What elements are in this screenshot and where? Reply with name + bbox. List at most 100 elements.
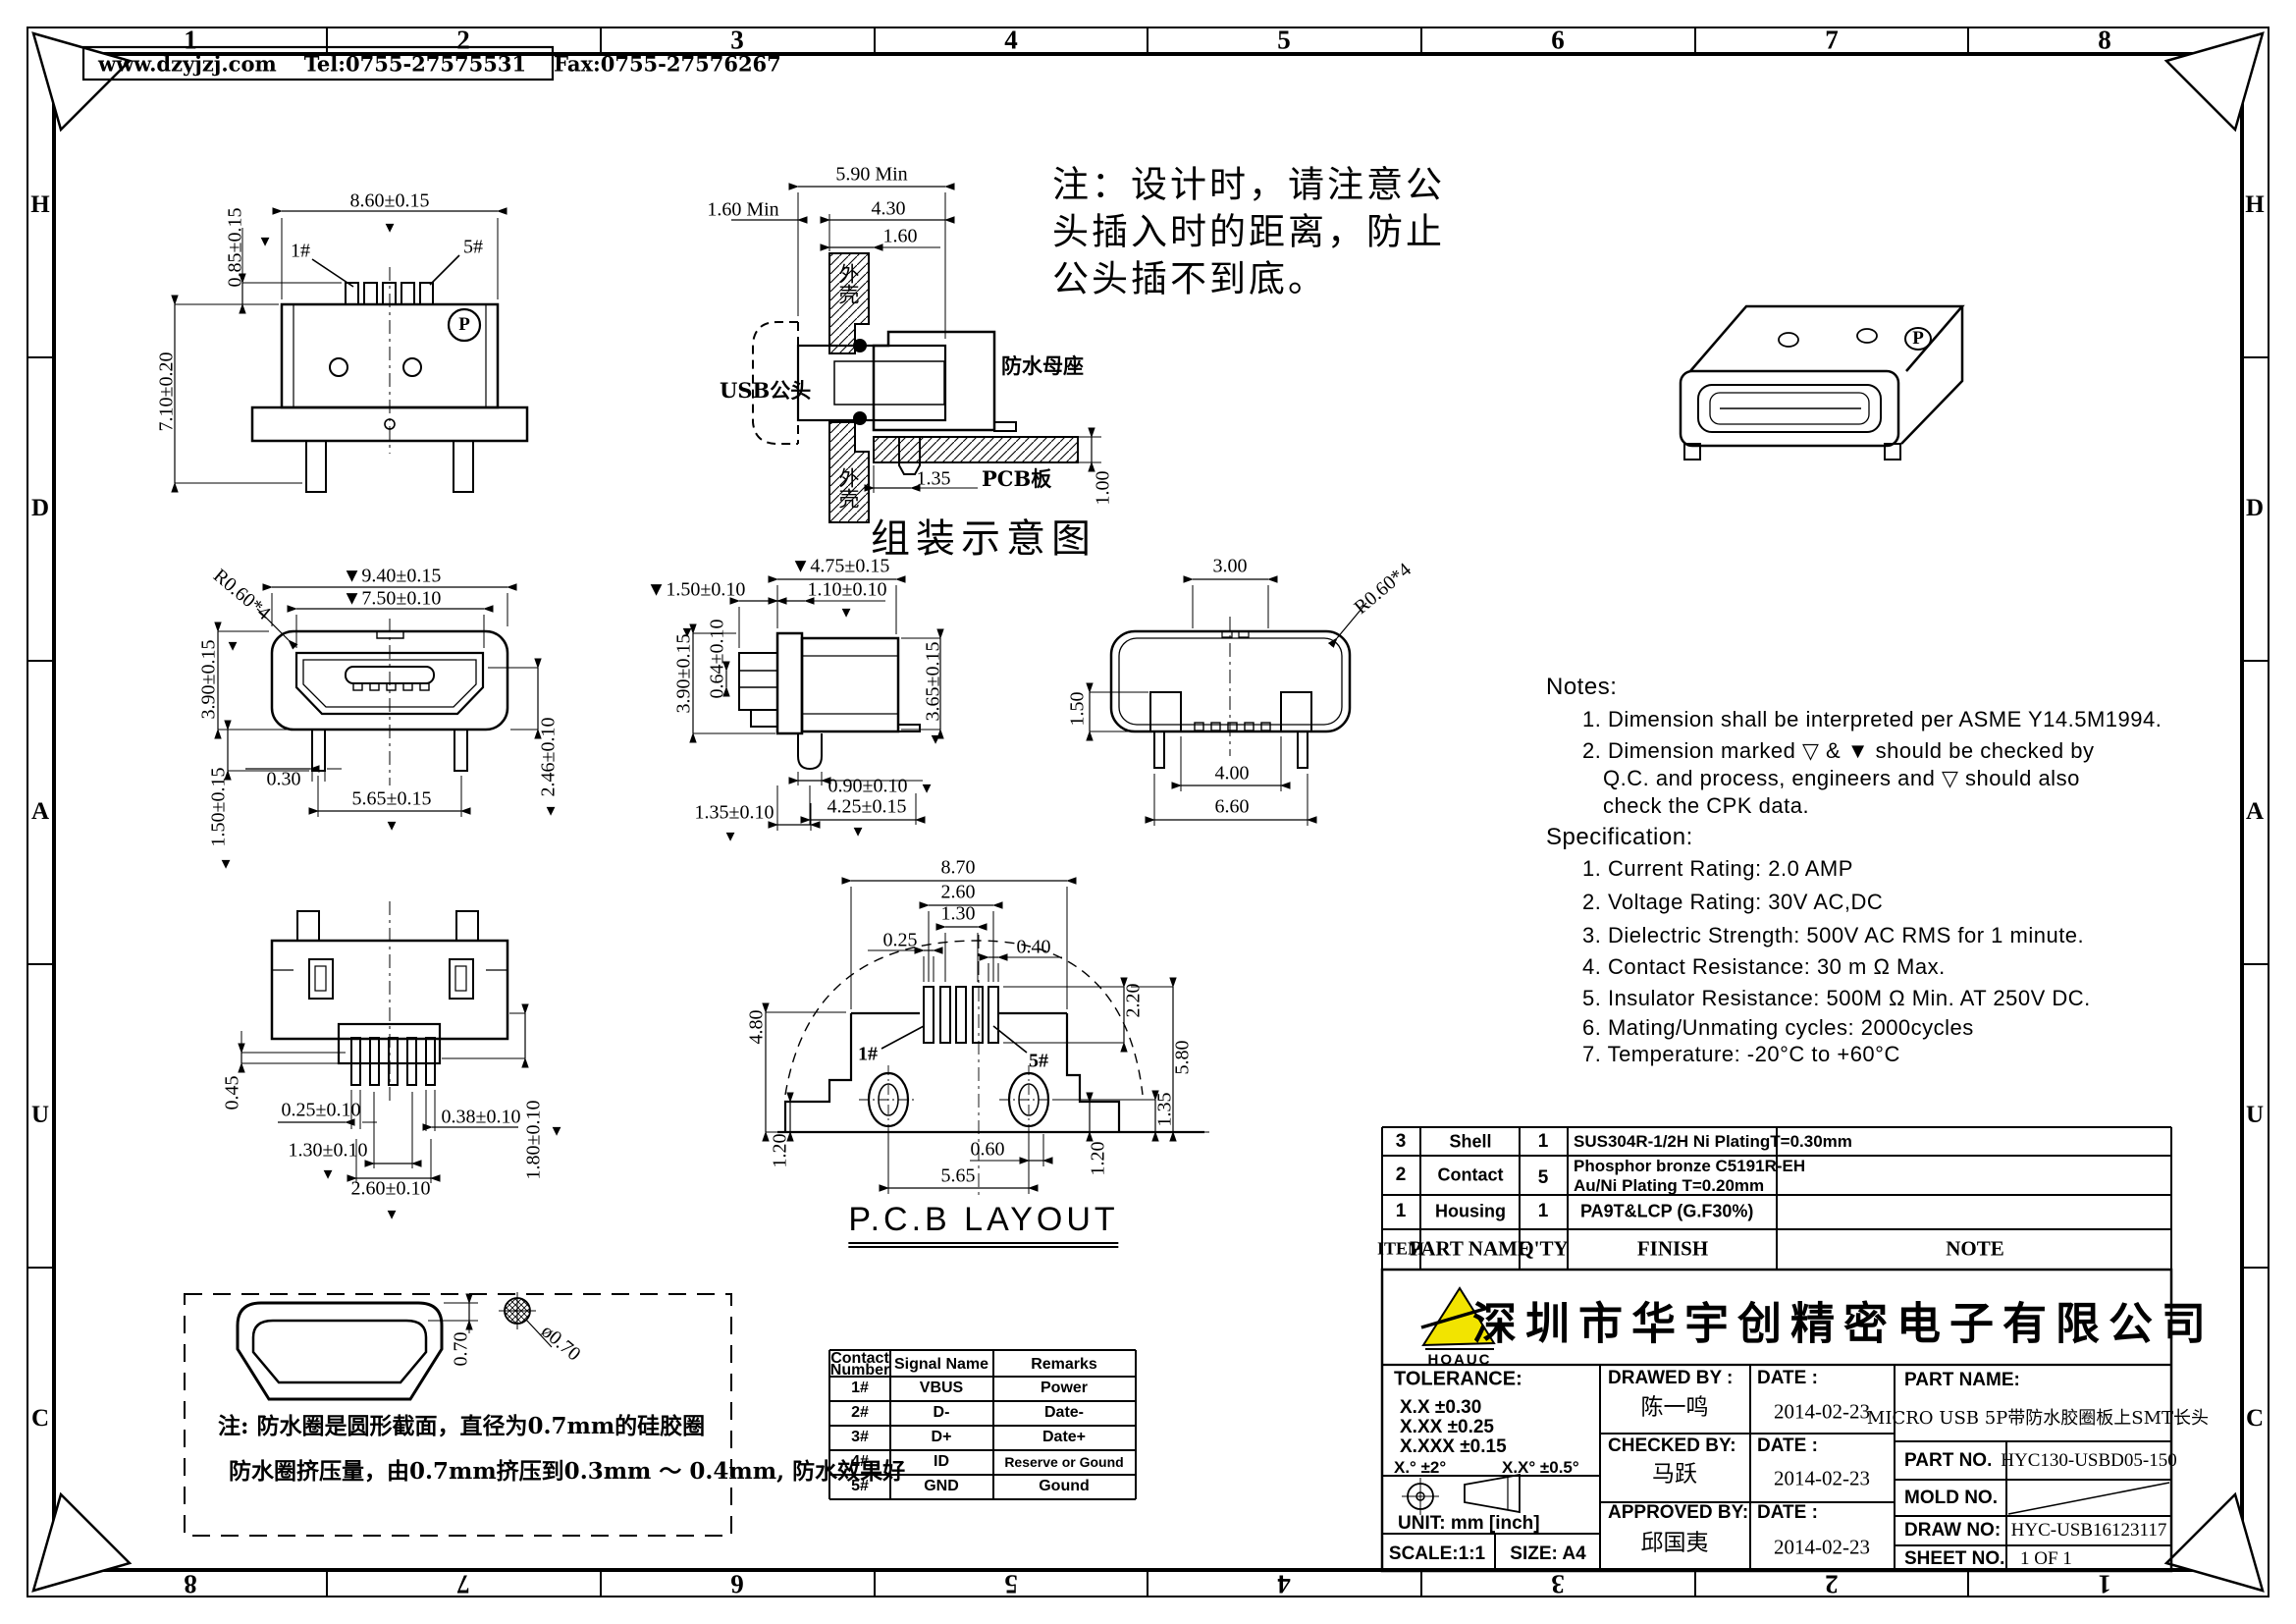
check-mark: ▼	[543, 802, 559, 820]
date-label: DATE :	[1757, 1502, 1818, 1523]
dim-0-85: 0.85±0.15	[224, 207, 246, 288]
notes-line4: check the CPK data.	[1603, 793, 1810, 818]
date-value: 2014-02-23	[1774, 1466, 1870, 1490]
header-strip: www.dzyjzj.com Tel:0755-27575531 Fax:075…	[98, 52, 781, 77]
dim-3-90-side: 3.90±0.15	[672, 633, 695, 714]
tolerance-angle: X.° ±2°	[1394, 1458, 1447, 1477]
p-mark: P	[458, 314, 470, 335]
col-header-part: PART NAME	[1410, 1236, 1531, 1261]
notes-line1: 1. Dimension shall be interpreted per AS…	[1582, 707, 2163, 731]
zone-number: 1	[184, 25, 197, 55]
dim-0-60: 0.60	[970, 1138, 1005, 1161]
dim-1-20-left: 1.20	[769, 1133, 791, 1168]
check-mark: ▼	[218, 855, 234, 873]
scale-label: SCALE:1:1	[1388, 1543, 1486, 1564]
zone-number: 4	[1277, 1569, 1291, 1599]
parts-table-grid	[1381, 1126, 2172, 1271]
assembly-title: 组装示意图	[871, 516, 1096, 562]
spec-item: 1. Current Rating: 2.0 AMP	[1582, 856, 1853, 881]
dim-2-46: 2.46±0.10	[537, 717, 560, 797]
part-qty: 1	[1537, 1131, 1549, 1152]
dim-4-75: ▼4.75±0.15	[790, 555, 890, 577]
check-mark: ▼	[679, 623, 695, 641]
zone-letter: D	[30, 495, 50, 521]
part-no-value: HYC130-USBD05-150	[2001, 1450, 2177, 1471]
waterproof-detail	[184, 1292, 732, 1537]
contact-header: Signal Name	[893, 1356, 989, 1373]
dim-7-50: ▼7.50±0.10	[342, 587, 442, 610]
contact-header: Contact	[830, 1350, 889, 1367]
size-label: SIZE: A4	[1510, 1543, 1586, 1564]
dim-1-10: 1.10±0.10	[807, 578, 887, 601]
dim-5-65: 5.65±0.15	[351, 787, 432, 810]
zone-number: 8	[184, 1569, 197, 1599]
part-name-value: MICRO USB 5P带防水胶圈板上SMT长头	[1866, 1408, 2210, 1429]
check-mark: ▼	[838, 604, 854, 622]
company-name: 深圳市华宇创精密电子有限公司	[1471, 1297, 2216, 1350]
zone-number: 2	[456, 25, 470, 55]
date-value: 2014-02-23	[1774, 1535, 1870, 1559]
spec-item: 2. Voltage Rating: 30V AC,DC	[1582, 890, 1884, 914]
contact-signal: ID	[934, 1453, 949, 1470]
dim-0-90: 0.90±0.10	[828, 775, 908, 797]
pin1-label: 1#	[291, 240, 310, 262]
cn-note-line3: 公头插不到底。	[1052, 257, 1327, 300]
dim-6-60: 6.60	[1214, 795, 1250, 818]
dim-0-25-pcb: 0.25	[882, 929, 918, 951]
checked-by-name: 马跃	[1652, 1461, 1697, 1488]
contact-table-grid	[828, 1349, 1137, 1500]
tolerance-line: X.XXX ±0.15	[1400, 1436, 1507, 1457]
col-header-finish: FINISH	[1636, 1236, 1709, 1261]
contact-signal: GND	[924, 1478, 959, 1494]
zone-letter: U	[30, 1102, 50, 1128]
part-name-label: PART NAME:	[1904, 1370, 2020, 1390]
waterproof-note2: 防水圈挤压量，由0.7mm挤压到0.3mm ～ 0.4mm, 防水效果好	[229, 1458, 906, 1485]
dim-0-25: 0.25±0.10	[281, 1099, 361, 1121]
check-mark: ▼	[850, 823, 866, 840]
contact-signal: D-	[933, 1404, 950, 1421]
dim-0-30: 0.30	[266, 768, 301, 790]
dim-1-60: 1.60	[882, 225, 918, 247]
tolerance-line: X.XX ±0.25	[1400, 1417, 1494, 1437]
mold-no-label: MOLD NO.	[1904, 1488, 1998, 1508]
contact-no: 1#	[851, 1380, 869, 1396]
contact-no: 3#	[851, 1429, 869, 1445]
part-name: Housing	[1435, 1201, 1506, 1221]
draw-no-value: HYC-USB16123117	[2010, 1520, 2167, 1541]
dim-1-60-min: 1.60 Min	[707, 198, 779, 221]
dim-3-90: 3.90±0.15	[197, 639, 220, 720]
dim-8-70: 8.70	[940, 856, 976, 879]
part-finish: PA9T&LCP (G.F30%)	[1580, 1201, 1754, 1221]
view-pcb-layout	[762, 877, 1209, 1196]
part-no-label: PART NO.	[1904, 1450, 1993, 1471]
tolerance-heading: TOLERANCE:	[1394, 1368, 1522, 1390]
zone-letter: H	[2245, 191, 2265, 218]
zone-number: 2	[1825, 1569, 1839, 1599]
dim-1-50-top: 1.50	[1066, 691, 1089, 727]
contact-signal: D+	[931, 1429, 952, 1445]
spec-item: 3. Dielectric Strength: 500V AC RMS for …	[1582, 923, 2085, 947]
view-front-shell	[171, 207, 529, 493]
zone-number: 3	[730, 25, 744, 55]
col-header-note: NOTE	[1946, 1236, 2004, 1261]
check-mark: ▼	[320, 1165, 336, 1183]
part-finish: Phosphor bronze C5191R-EH	[1574, 1157, 1806, 1175]
tolerance-line: X.X ±0.30	[1400, 1397, 1482, 1418]
check-mark: ▼	[549, 1122, 564, 1140]
zone-letter: C	[2245, 1405, 2265, 1432]
title-block-grid	[1380, 1268, 2173, 1573]
cn-note-line2: 头插入时的距离，防止	[1052, 210, 1445, 253]
contact-remark: Reserve or Gound	[1004, 1454, 1124, 1470]
label-pcb: PCB板	[982, 466, 1052, 491]
spec-item: 7. Temperature: -20°C to +60°C	[1582, 1042, 1900, 1066]
phone: Tel:0755-27575531	[303, 51, 527, 77]
logo-text: HOAUC	[1427, 1351, 1492, 1369]
dim-2-60-pcb: 2.60	[940, 881, 976, 903]
tolerance-angle: X.X° ±0.5°	[1502, 1458, 1579, 1477]
view-assembly	[731, 183, 1101, 523]
check-mark: ▼	[384, 817, 400, 835]
approved-by-name: 邱国夷	[1640, 1530, 1709, 1556]
contact-remark: Date-	[1043, 1404, 1085, 1421]
